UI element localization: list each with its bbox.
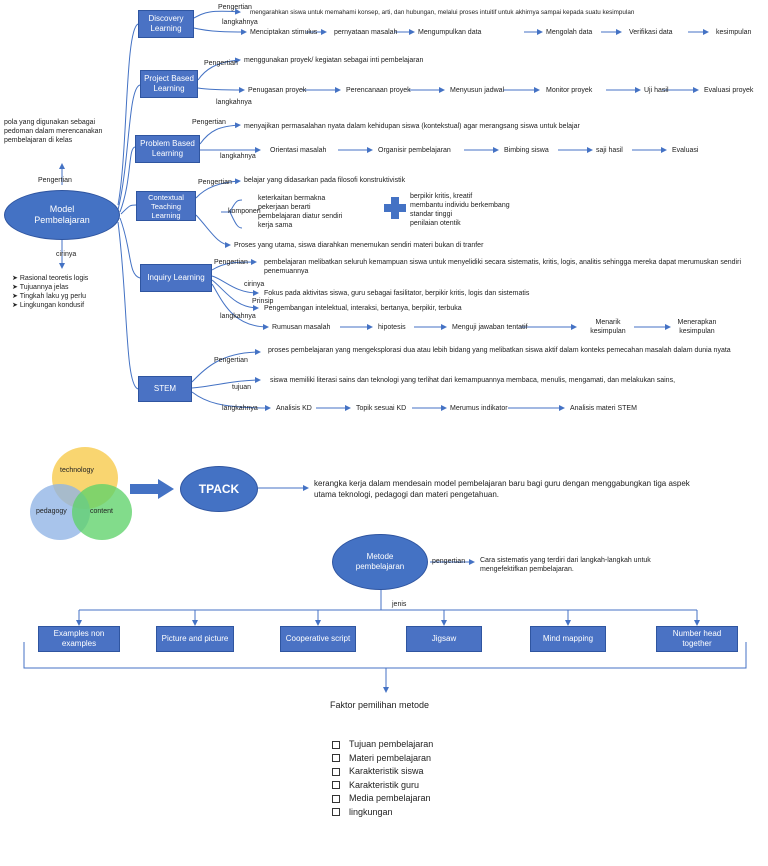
ctl-komponen-left: keterkaitan bermakna pekerjaan berarti p… [258, 195, 343, 229]
discovery-langkah-label: langkahnya [222, 19, 258, 26]
left-pengertian-text: pola yang digunakan sebagai pedoman dala… [4, 119, 103, 144]
ciri-item: ➤ Lingkungan kondusif [12, 302, 85, 309]
model-pembelajaran-node: Model Pembelajaran [4, 190, 120, 240]
stem-step: Analisis KD [276, 405, 312, 412]
discovery-step: kesimpulan [716, 29, 752, 36]
pbl-step: Orientasi masalah [270, 147, 327, 154]
discovery-step: pernyataan masalah [334, 29, 398, 36]
faktor-item: lingkungan [332, 806, 433, 820]
ctl-pengertian: belajar yang didasarkan pada filosofi ko… [244, 177, 406, 184]
ciri-item: ➤ Tingkah laku yg perlu [12, 293, 86, 300]
discovery-pengertian: mengarahkan siswa untuk memahami konsep,… [250, 9, 635, 16]
pjbl-step: Evaluasi proyek [704, 87, 754, 94]
pbl-pengertian-label: Pengertian [192, 119, 226, 126]
stem-tujuan: siswa memiliki literasi sains dan teknol… [270, 377, 676, 384]
venn-content-label: content [90, 508, 113, 515]
discovery-step: Mengolah data [546, 29, 593, 36]
venn-pedagogy-label: pedagogy [36, 508, 67, 515]
pbl-step: Evaluasi [672, 147, 699, 154]
stem-pengertian-label: Pengertian [214, 357, 248, 364]
faktor-title: Faktor pemilihan metode [330, 700, 430, 710]
inquiry-step: hipotesis [378, 324, 406, 331]
faktor-item: Karakteristik guru [332, 779, 433, 793]
problem-based-learning-box: Problem Based Learning [135, 135, 200, 163]
center-label: Model Pembelajaran [34, 204, 90, 225]
metode-jenis-label: jenis [392, 601, 407, 608]
inquiry-step: Rumusan masalah [272, 324, 331, 331]
inquiry-langkah-label: langkahnya [220, 313, 256, 320]
ctl-komponen-label: komponen [228, 208, 261, 215]
stem-langkah-label: langkahnya [222, 405, 258, 412]
stem-step: Analisis materi STEM [570, 405, 637, 412]
pjbl-step: Perencanaan proyek [346, 87, 411, 94]
pbl-step: saji hasil [596, 147, 623, 154]
pbl-langkah-label: langkahnya [220, 153, 256, 160]
ctl-pengertian-label: Pengertian [198, 179, 232, 186]
left-cirinya-label: cirinya [56, 251, 77, 258]
inquiry-prinsip: Pengembangan intelektual, interaksi, ber… [264, 305, 462, 312]
ctl-extra: Proses yang utama, siswa diarahkan menem… [234, 242, 484, 249]
discovery-step: Verifikasi data [629, 29, 673, 36]
discovery-step: Mengumpulkan data [418, 29, 482, 36]
jenis-box: Examples non examples [38, 626, 120, 652]
jenis-box: Cooperative script [280, 626, 356, 652]
pjbl-pengertian-label: Pengertian [204, 60, 238, 67]
inquiry-pengertian: pembelajaran melibatkan seluruh kemampua… [264, 259, 742, 275]
pjbl-step: Monitor proyek [546, 87, 593, 94]
discovery-step: Menciptakan stimulus [250, 29, 318, 36]
pjbl-step: Penugasan proyek [248, 87, 307, 94]
stem-box: STEM [138, 376, 192, 402]
left-pengertian-label: Pengertian [38, 177, 72, 184]
ctl-komponen-right: berpikir kritis, kreatif membantu indivi… [410, 193, 510, 227]
inquiry-step: Menerapkan kesimpulan [677, 319, 717, 335]
pbl-pengertian: menyajikan permasalahan nyata dalam kehi… [244, 123, 580, 130]
inquiry-step: Menarik kesimpulan [590, 319, 626, 335]
metode-pembelajaran-node: Metode pembelajaran [332, 534, 428, 590]
inquiry-ciri-label: cirinya [244, 281, 265, 288]
jenis-box: Number head together [656, 626, 738, 652]
tpack-desc: kerangka kerja dalam mendesain model pem… [314, 479, 690, 499]
venn-content-circle [72, 484, 132, 540]
inquiry-prinsip-label: Prinsip [252, 298, 274, 305]
plus-icon [384, 197, 406, 219]
tpack-node: TPACK [180, 466, 258, 512]
stem-step: Merumus indikator [450, 405, 508, 412]
contextual-teaching-learning-box: Contextual Teaching Learning [136, 191, 196, 221]
pjbl-pengertian: menggunakan proyek/ kegiatan sebagai int… [244, 57, 424, 64]
ciri-item: ➤ Rasional teoretis logis [12, 275, 89, 282]
stem-step: Topik sesuai KD [356, 405, 407, 412]
right-arrow-icon [130, 479, 174, 499]
metode-pengertian: Cara sistematis yang terdiri dari langka… [480, 557, 651, 573]
inquiry-ciri: Fokus pada aktivitas siswa, guru sebagai… [264, 290, 530, 297]
discovery-learning-box: Discovery Learning [138, 10, 194, 38]
faktor-list: Tujuan pembelajaran Materi pembelajaran … [332, 738, 433, 819]
project-based-learning-box: Project Based Learning [140, 70, 198, 98]
jenis-box: Picture and picture [156, 626, 234, 652]
stem-pengertian: proses pembelajaran yang mengeksplorasi … [268, 347, 731, 354]
metode-pengertian-label: pengertian [432, 558, 466, 565]
inquiry-pengertian-label: Pengertian [214, 259, 248, 266]
faktor-item: Karakteristik siswa [332, 765, 433, 779]
jenis-box: Jigsaw [406, 626, 482, 652]
faktor-item: Tujuan pembelajaran [332, 738, 433, 752]
inquiry-learning-box: Inquiry Learning [140, 264, 212, 292]
venn-technology-label: technology [60, 467, 94, 474]
faktor-item: Media pembelajaran [332, 792, 433, 806]
pjbl-step: Uji hasil [644, 87, 669, 94]
inquiry-step: Menguji jawaban tentatif [452, 324, 528, 331]
left-ciri-list: ➤ Rasional teoretis logis ➤ Tujuannya je… [12, 274, 88, 310]
stem-tujuan-label: tujuan [232, 384, 252, 391]
ciri-item: ➤ Tujuannya jelas [12, 284, 69, 291]
pbl-step: Organisir pembelajaran [378, 147, 451, 154]
pjbl-langkah-label: langkahnya [216, 99, 252, 106]
pbl-step: Bimbing siswa [504, 147, 549, 154]
pjbl-step: Menyusun jadwal [450, 87, 505, 94]
jenis-box: Mind mapping [530, 626, 606, 652]
faktor-item: Materi pembelajaran [332, 752, 433, 766]
discovery-pengertian-label: Pengertian [218, 4, 252, 11]
